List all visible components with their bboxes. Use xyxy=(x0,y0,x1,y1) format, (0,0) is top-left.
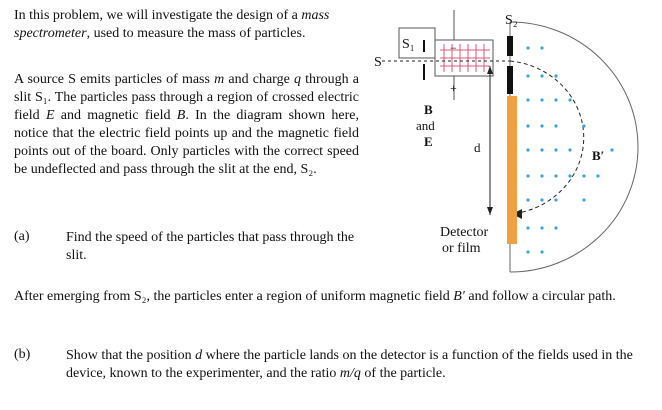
label-Bprime: B′ xyxy=(592,148,604,163)
velocity-selector-box xyxy=(434,39,494,77)
detector-strip xyxy=(507,96,517,244)
source-paragraph: A source S emits particles of mass m and… xyxy=(14,71,359,179)
after-text-2: and follow a circular path. xyxy=(464,289,616,304)
label-E: E xyxy=(424,134,433,149)
field-region-semicircle xyxy=(509,21,639,273)
plus-sign: + xyxy=(450,81,457,95)
var-q: q xyxy=(293,72,301,87)
minus-sign: − xyxy=(450,41,457,55)
intro-text-end: , used to measure the mass of particles. xyxy=(86,26,306,41)
label-film: or film xyxy=(442,241,481,256)
d-arrow-bottom xyxy=(487,207,493,215)
label-S2: S₂ xyxy=(505,13,518,28)
after-paragraph: After emerging from S₂, the particles en… xyxy=(14,288,650,306)
question-a-label: (a) xyxy=(14,229,30,244)
source-text-1: A source S emits particles of mass xyxy=(14,72,215,87)
label-B: B xyxy=(424,102,433,117)
intro-emphasis: mass spectrometer xyxy=(14,8,330,41)
question-b-text: Show that the position d where the parti… xyxy=(66,347,646,383)
var-Bprime: B′ xyxy=(453,289,465,304)
var-d: d xyxy=(195,348,203,363)
label-detector: Detector xyxy=(440,225,489,240)
field-dots xyxy=(526,46,614,254)
label-and: and xyxy=(416,118,435,133)
var-m: m xyxy=(214,72,225,87)
question-b-label: (b) xyxy=(14,347,31,362)
var-B: B xyxy=(176,108,186,123)
d-arrow-top xyxy=(487,66,493,74)
source-text-4: and magnetic field xyxy=(54,108,177,123)
var-mq: m/q xyxy=(339,366,361,381)
qb-text-3: of the particle. xyxy=(360,366,446,381)
mass-spectrometer-diagram: − + S S₁ S₂ B and E d B′ Detector or fil… xyxy=(374,10,639,273)
after-text-1: After emerging from S₂, the particles en… xyxy=(14,289,454,304)
slit-s2-top xyxy=(507,36,513,56)
label-S: S xyxy=(374,55,382,70)
source-text-3: through a slit S₁. The particles pass th… xyxy=(14,72,360,123)
source-text-5: . In the diagram shown here, notice that… xyxy=(14,108,359,177)
var-E: E xyxy=(45,108,55,123)
question-a-text: Find the speed of the particles that pas… xyxy=(66,230,355,263)
slit-s2-bottom xyxy=(507,66,513,94)
source-text-2: and charge xyxy=(224,72,294,87)
label-S1: S₁ xyxy=(402,37,415,52)
label-d: d xyxy=(474,140,481,155)
particle-path-circular xyxy=(509,60,585,215)
intro-text: In this problem, we will investigate the… xyxy=(14,8,302,23)
qb-text-1: Show that the position xyxy=(66,348,196,363)
electric-field-lines xyxy=(440,44,490,72)
qb-text-2: where the particle lands on the detector… xyxy=(66,348,633,381)
intro-paragraph: In this problem, we will investigate the… xyxy=(14,7,359,43)
